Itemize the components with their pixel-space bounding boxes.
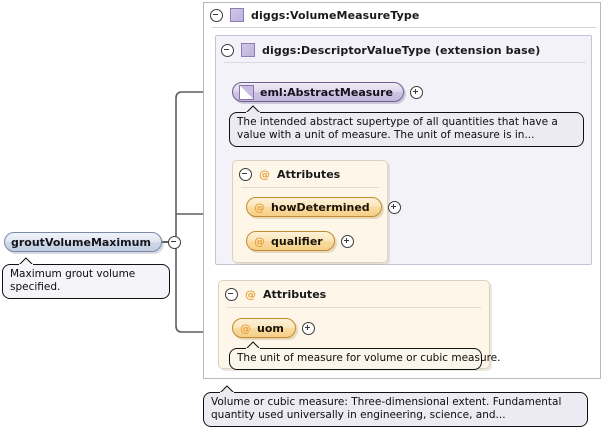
documentation-bubble-uom: The unit of measure for volume or cubic …	[229, 348, 500, 370]
abstract-element-pill[interactable]: eml:AbstractMeasure	[232, 82, 405, 102]
expand-toggle-qualifier[interactable]	[340, 234, 354, 248]
bubble-tail	[245, 341, 261, 349]
collapse-toggle-attributes-1[interactable]	[239, 167, 252, 181]
documentation-bubble-root-wrapper: Maximum grout volume specified.	[2, 257, 170, 299]
abstract-element-label: eml:AbstractMeasure	[260, 85, 394, 99]
attributes-label-2: Attributes	[263, 287, 327, 301]
complex-type-icon	[230, 8, 244, 22]
abstract-element-row: eml:AbstractMeasure	[232, 82, 424, 102]
collapse-toggle-root-element[interactable]	[167, 235, 181, 249]
expand-toggle-how-determined[interactable]	[387, 200, 401, 214]
attribute-label-uom: uom	[257, 321, 284, 335]
attribute-row-uom: @ uom	[232, 318, 315, 338]
documentation-bubble-root: Maximum grout volume specified.	[2, 264, 170, 299]
divider-attributes-2	[227, 307, 481, 308]
attribute-row-qualifier: @ qualifier	[246, 231, 354, 251]
attributes-label-1: Attributes	[277, 167, 341, 181]
expand-toggle-abstract-measure[interactable]	[410, 85, 424, 99]
bubble-tail	[219, 385, 235, 393]
collapse-toggle-volume-measure[interactable]	[210, 8, 223, 22]
complex-type-header-volume-measure[interactable]: diggs:VolumeMeasureType	[210, 5, 590, 25]
divider-descriptor-value	[224, 62, 586, 63]
documentation-bubble-volume-measure: Volume or cubic measure: Three-dimension…	[203, 392, 588, 427]
attribute-pill-qualifier[interactable]: @ qualifier	[246, 231, 335, 251]
attributes-header-1[interactable]: @ Attributes	[239, 166, 379, 182]
bubble-tail	[245, 105, 261, 113]
collapse-toggle-descriptor-value[interactable]	[221, 43, 234, 57]
documentation-bubble-volume-measure-wrapper: Volume or cubic measure: Three-dimension…	[203, 385, 588, 427]
complex-type-label-volume-measure: diggs:VolumeMeasureType	[251, 8, 420, 22]
root-element-pill[interactable]: groutVolumeMaximum	[4, 232, 162, 252]
bubble-tail	[18, 257, 34, 265]
at-icon: @	[245, 287, 256, 301]
expand-toggle-uom[interactable]	[301, 321, 315, 335]
documentation-bubble-abstract-measure: The intended abstract supertype of all q…	[229, 112, 584, 147]
abstract-element-icon	[239, 84, 254, 100]
complex-type-header-descriptor-value[interactable]: diggs:DescriptorValueType (extension bas…	[221, 40, 581, 60]
attribute-pill-how-determined[interactable]: @ howDetermined	[246, 197, 382, 217]
at-icon: @	[259, 167, 270, 181]
complex-type-label-descriptor-value: diggs:DescriptorValueType (extension bas…	[262, 43, 541, 57]
collapse-toggle-attributes-2[interactable]	[225, 287, 238, 301]
at-icon: @	[240, 321, 251, 335]
divider-attributes-1	[241, 187, 379, 188]
divider-volume-measure	[212, 27, 596, 28]
root-element-row: groutVolumeMaximum	[4, 232, 181, 252]
at-icon: @	[254, 234, 265, 248]
complex-type-icon	[241, 43, 255, 57]
documentation-bubble-abstract-measure-wrapper: The intended abstract supertype of all q…	[229, 105, 584, 147]
at-icon: @	[254, 200, 265, 214]
root-element-label: groutVolumeMaximum	[11, 235, 151, 249]
attribute-pill-uom[interactable]: @ uom	[232, 318, 296, 338]
attribute-row-how-determined: @ howDetermined	[246, 197, 401, 217]
documentation-bubble-uom-wrapper: The unit of measure for volume or cubic …	[229, 341, 500, 370]
attribute-label-how-determined: howDetermined	[271, 200, 370, 214]
attribute-label-qualifier: qualifier	[271, 234, 323, 248]
attributes-header-2[interactable]: @ Attributes	[225, 286, 475, 302]
